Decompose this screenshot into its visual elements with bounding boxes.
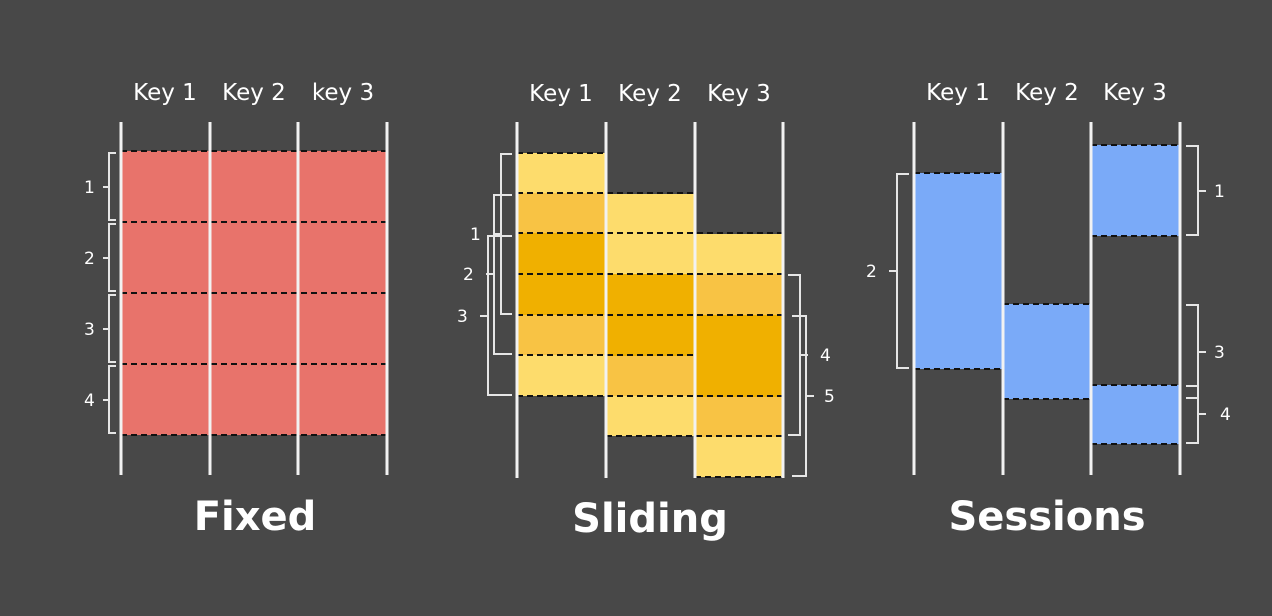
fixed-panel: Key 1 Key 2 key 3 1 2 3 4 Fixed [84,80,389,540]
sliding-window-1-label: 1 [470,225,481,245]
fixed-key-1-label: Key 1 [133,80,197,106]
fixed-window-1-label: 1 [84,178,95,198]
sliding-window-5-bracket [792,315,814,477]
sliding-window-2-label: 2 [463,265,474,285]
sliding-band [517,315,606,355]
sliding-window-3-label: 3 [457,307,468,327]
sliding-window-3-bracket [480,235,512,396]
session-window-key-3-a [1091,145,1180,236]
session-window-key-2 [1003,304,1091,399]
sliding-band [695,437,783,477]
fixed-window-2-bracket [103,223,116,292]
fixed-window-1-bracket [103,152,116,221]
session-4-bracket [1186,385,1206,444]
sliding-band [606,356,695,396]
fixed-key-2-label: Key 2 [222,80,286,106]
session-1-label: 1 [1214,182,1225,202]
sessions-key-1-label: Key 1 [926,80,990,106]
sessions-key-2-label: Key 2 [1015,80,1079,106]
sessions-title: Sessions [948,494,1145,540]
sessions-panel: Key 1 Key 2 Key 3 2 1 3 4 Sessions [866,80,1231,540]
session-4-label: 4 [1220,405,1231,425]
fixed-window-3-label: 3 [84,320,95,340]
fixed-window-3-bracket [103,294,116,363]
fixed-window-4-label: 4 [84,391,95,411]
sliding-title: Sliding [572,496,728,542]
fixed-window-2-label: 2 [84,249,95,269]
session-1-bracket [1186,145,1206,236]
session-window-key-1 [914,173,1003,369]
fixed-title: Fixed [194,494,317,540]
session-3-bracket [1186,304,1206,399]
session-window-key-3-b [1091,385,1180,444]
sliding-panel: Key 1 Key 2 Key 3 [457,81,835,542]
sliding-key-3-label: Key 3 [707,81,771,107]
sliding-key-2-label: Key 2 [618,81,682,107]
sliding-window-1-bracket [493,153,512,315]
session-2-label: 2 [866,262,877,282]
sliding-window-4-label: 4 [820,346,831,366]
sliding-band [695,234,783,274]
sliding-band [695,315,783,397]
session-3-label: 3 [1214,343,1225,363]
sessions-key-3-label: Key 3 [1103,80,1167,106]
fixed-key-3-label: key 3 [312,80,374,106]
sliding-band [606,396,695,436]
sliding-window-2-bracket [486,194,512,355]
sliding-window-5-label: 5 [824,387,835,407]
sliding-band [517,193,606,233]
sliding-band [695,274,783,315]
sliding-band [517,153,606,193]
sliding-band [517,355,606,396]
sliding-band [695,397,783,437]
fixed-window-4-bracket [103,365,116,434]
sliding-key-1-label: Key 1 [529,81,593,107]
session-2-bracket [889,173,909,369]
